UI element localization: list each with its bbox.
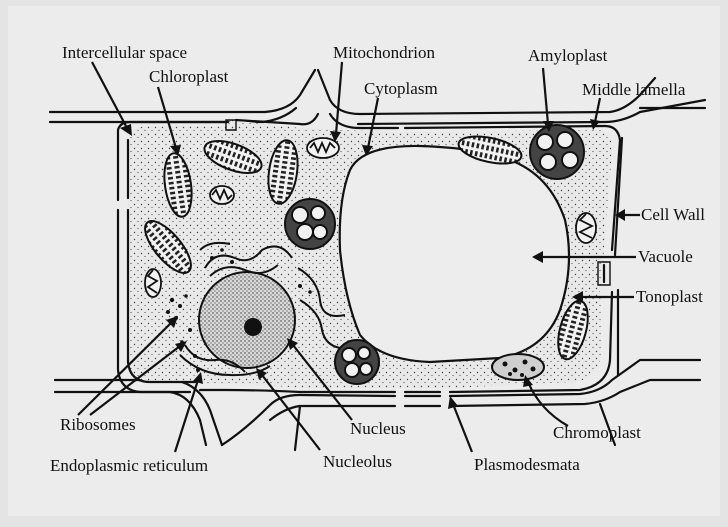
label-intercellular-space: Intercellular space [62, 43, 187, 62]
label-middle-lamella: Middle lamella [582, 80, 686, 99]
label-plasmodesmata: Plasmodesmata [474, 455, 580, 474]
label-ribosomes: Ribosomes [60, 415, 136, 434]
label-vacuole: Vacuole [638, 247, 693, 266]
nucleolus [244, 318, 262, 336]
label-cytoplasm: Cytoplasm [364, 79, 438, 98]
label-amyloplast: Amyloplast [528, 46, 608, 65]
vacuole [340, 146, 569, 362]
label-cell-wall: Cell Wall [641, 205, 705, 224]
label-chloroplast: Chloroplast [149, 67, 229, 86]
label-tonoplast: Tonoplast [636, 287, 703, 306]
label-mitochondrion: Mitochondrion [333, 43, 435, 62]
chromoplast-organelle [492, 354, 544, 380]
label-nucleolus: Nucleolus [323, 452, 392, 471]
label-endoplasmic-reticulum: Endoplasmic reticulum [50, 456, 208, 475]
nucleus [199, 272, 295, 368]
label-nucleus: Nucleus [350, 419, 406, 438]
label-chromoplast: Chromoplast [553, 423, 641, 442]
